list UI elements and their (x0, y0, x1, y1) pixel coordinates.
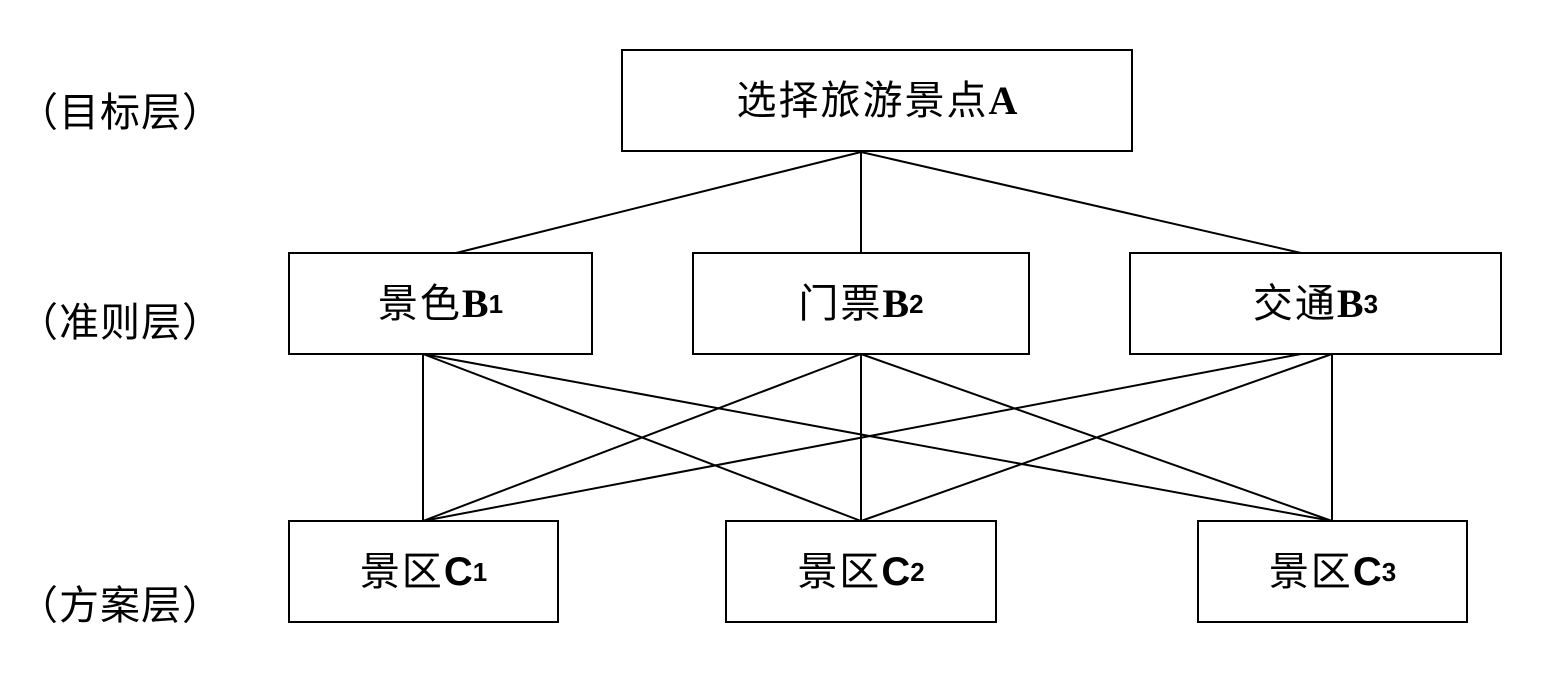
alternative-node-text: 景区 (359, 548, 444, 595)
criterion-node-text: 交通 (1252, 280, 1337, 327)
layer-label-alternatives: （方案层） (18, 583, 223, 629)
criterion-node-code: B (882, 280, 910, 326)
link-b3-c2 (860, 353, 1333, 522)
link-a-b1 (455, 151, 862, 254)
goal-node-text: 选择旅游景点 (736, 77, 989, 124)
alternative-node-text: 景区 (1268, 548, 1353, 595)
alternative-node-text: 景区 (797, 548, 882, 595)
link-b1-c3 (422, 353, 1333, 522)
goal-node-code: A (988, 77, 1018, 123)
criterion-node-text: 门票 (798, 280, 883, 327)
layer-label-goal: （目标层） (18, 90, 223, 136)
alternative-node-code: C (443, 549, 473, 594)
link-a-b3 (860, 151, 1302, 254)
criterion-node-code: B (1336, 280, 1364, 326)
criterion-node-code: B (461, 280, 489, 326)
alternative-node-code: C (1352, 549, 1382, 594)
criterion-node-text: 景色 (377, 280, 462, 327)
link-b2-c1 (422, 353, 862, 522)
alternative-node-code: C (881, 549, 911, 594)
link-b3-c1 (422, 353, 1302, 522)
layer-label-criteria: （准则层） (18, 300, 223, 346)
